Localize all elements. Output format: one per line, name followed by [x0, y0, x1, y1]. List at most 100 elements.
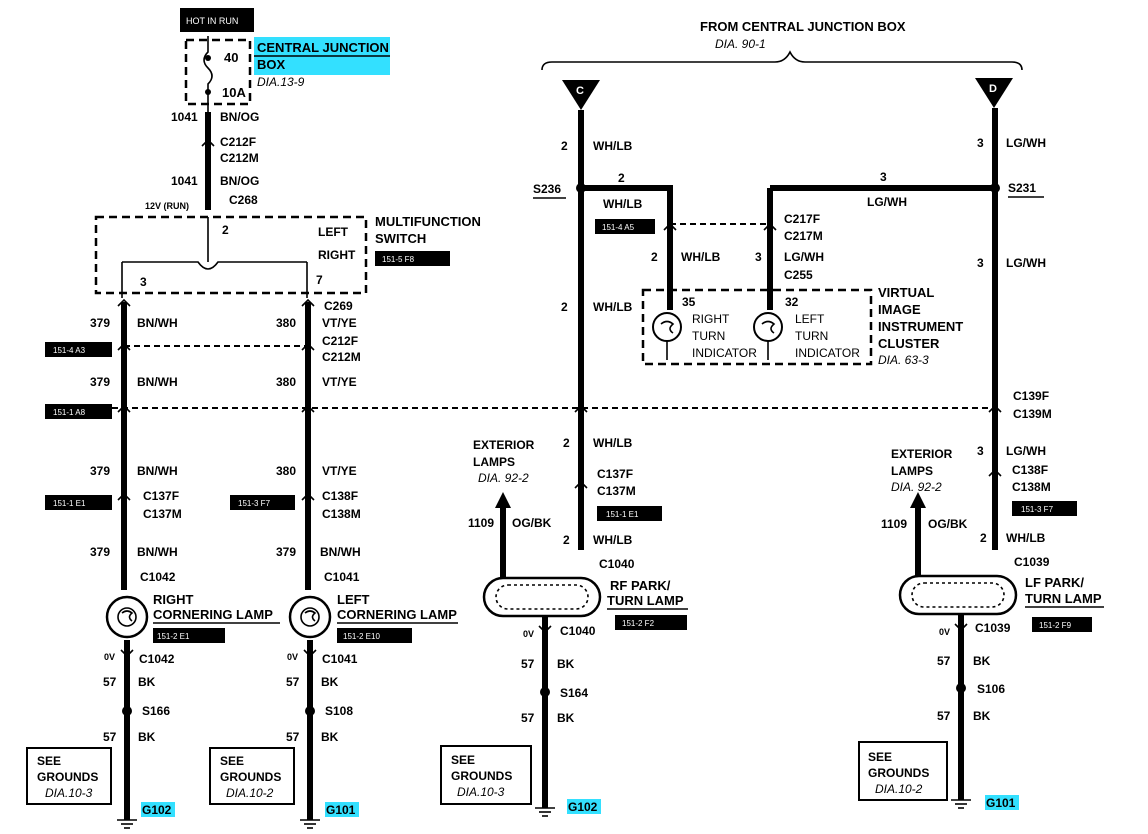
- left-indicator-bulb: [753, 312, 783, 342]
- rc-ref1: 151-4 A3: [53, 346, 86, 355]
- mfs-pin-3: 3: [140, 275, 147, 289]
- mfs-pin-2: 2: [222, 223, 229, 237]
- rf-col-low: WH/LB: [593, 436, 633, 450]
- connector-d-label: D: [989, 83, 997, 95]
- multifunction-switch-box: [94, 215, 368, 295]
- lc-see-2: GROUNDS: [220, 770, 281, 784]
- lf-c-top: 3: [977, 136, 984, 150]
- lc-conn1b: C212M: [322, 350, 361, 364]
- lf-ext-c: 1109: [881, 517, 907, 531]
- rc-c4: 379: [90, 545, 110, 559]
- lc-gnd-conn-mark: [303, 649, 317, 658]
- lf-g1: 57: [937, 654, 951, 668]
- mfs-ref: 151-5 F8: [382, 255, 415, 264]
- lc-ref3: 151-3 F7: [238, 499, 271, 508]
- mfs-pin-7: 7: [316, 273, 323, 287]
- left-ind-3: INDICATOR: [795, 346, 860, 360]
- cluster-pin-35: 35: [682, 295, 696, 309]
- lf-c-lamp: 2: [980, 531, 987, 545]
- lc-g2: 57: [286, 730, 300, 744]
- rf-c-mid: 2: [561, 300, 568, 314]
- rf-branch-wire: [581, 185, 673, 230]
- feed-color-2: BN/OG: [220, 174, 259, 188]
- lf-see-2: GROUNDS: [868, 766, 929, 780]
- lf-see-grounds-box: [858, 741, 948, 801]
- rf-ground: G102: [568, 800, 598, 814]
- lf-branch-col: LG/WH: [867, 195, 907, 209]
- rf-ref: 151-1 E1: [606, 510, 639, 519]
- lf-gnd-conn-mark: [954, 623, 968, 632]
- hot-in-run-box: [180, 8, 254, 32]
- rf-col-mid: WH/LB: [593, 300, 633, 314]
- rf-conn-a: C137F: [597, 467, 633, 481]
- lf-gsplice: S106: [977, 682, 1005, 696]
- rf-lamp-bulb: [495, 584, 589, 610]
- lf-lamp-housing: [898, 574, 1018, 616]
- rf-col-top: WH/LB: [593, 139, 633, 153]
- rf-see-ref: DIA.10-3: [457, 785, 505, 799]
- rf-gc2: BK: [557, 711, 575, 725]
- rf-lamp-ref-box: [615, 615, 687, 630]
- rc-lamp-1: RIGHT: [153, 592, 194, 607]
- rc-lamp-ref: 151-2 E1: [157, 632, 190, 641]
- feed-conn-1a: C212F: [220, 135, 256, 149]
- right-ind-2: TURN: [692, 329, 725, 343]
- rf-col-lamp: WH/LB: [593, 533, 633, 547]
- lc-c1: 380: [276, 316, 296, 330]
- rf-volt: 0V: [523, 629, 534, 639]
- lf-conn-b: C138M: [1012, 480, 1051, 494]
- lf-g2: 57: [937, 709, 951, 723]
- lf-see-1: SEE: [868, 750, 892, 764]
- rc-ground-highlight: [141, 802, 175, 817]
- rc-see-grounds-box: [26, 747, 112, 805]
- rc-ref2: 151-1 A8: [53, 408, 86, 417]
- mfs-ref-box: [375, 251, 450, 266]
- rc-c1: 379: [90, 316, 110, 330]
- rf-gsplice-dot: [540, 687, 550, 697]
- rf-ext-1: EXTERIOR: [473, 438, 535, 452]
- rc-ref2-box: [45, 404, 112, 419]
- rc-conn3b: C137M: [143, 507, 182, 521]
- rc-col4: BN/WH: [137, 545, 178, 559]
- lc-col4: BN/WH: [320, 545, 361, 559]
- mfs-left: LEFT: [318, 225, 349, 239]
- feed-conn-2: C268: [229, 193, 258, 207]
- rf-see-1: SEE: [451, 753, 475, 767]
- lf-branch-c: 3: [880, 170, 887, 184]
- lf-col-low: LG/WH: [1006, 444, 1046, 458]
- rc-c2: 379: [90, 375, 110, 389]
- lc-conn3b: C138M: [322, 507, 361, 521]
- rf-ext-2: LAMPS: [473, 455, 515, 469]
- rc-ref1-box: [45, 342, 112, 357]
- lc-conn-mark-2: [301, 342, 315, 351]
- mfs-title-1: MULTIFUNCTION: [375, 214, 481, 229]
- lc-lamp-filament: [304, 610, 317, 622]
- lc-volt: 0V: [287, 652, 298, 662]
- mfs-contact: [122, 261, 307, 270]
- cluster-conn-a: C217F: [784, 212, 820, 226]
- from-cjb-ref: DIA. 90-1: [715, 37, 766, 51]
- lf-gc1: BK: [973, 654, 991, 668]
- cluster-conn-mark-r: [663, 222, 677, 231]
- rf-branch-col: WH/LB: [603, 197, 643, 211]
- rc-ref3-box: [45, 495, 112, 510]
- lc-lamp-1: LEFT: [337, 592, 370, 607]
- lc-lamp-ref-box: [337, 628, 412, 643]
- cluster-title-1: VIRTUAL: [878, 285, 934, 300]
- lf-ext-arrow: [910, 492, 926, 508]
- lc-c2: 380: [276, 375, 296, 389]
- cjb-title-1: CENTRAL JUNCTION: [257, 40, 389, 55]
- lc-gc2: BK: [321, 730, 339, 744]
- lf-ground-highlight: [985, 795, 1019, 810]
- lf-ground: G101: [986, 796, 1016, 810]
- lc-lamp-outer: [288, 595, 332, 639]
- mfs-right: RIGHT: [318, 248, 356, 262]
- rf-conn-b: C137M: [597, 484, 636, 498]
- rc-splice-dot: [122, 706, 132, 716]
- rc-col1: BN/WH: [137, 316, 178, 330]
- feed-color-1: BN/OG: [220, 110, 259, 124]
- rf-lamp-housing: [482, 576, 602, 618]
- cluster-title-4: CLUSTER: [878, 336, 940, 351]
- conn-c212-mark: [201, 138, 215, 147]
- lf-ext-1: EXTERIOR: [891, 447, 953, 461]
